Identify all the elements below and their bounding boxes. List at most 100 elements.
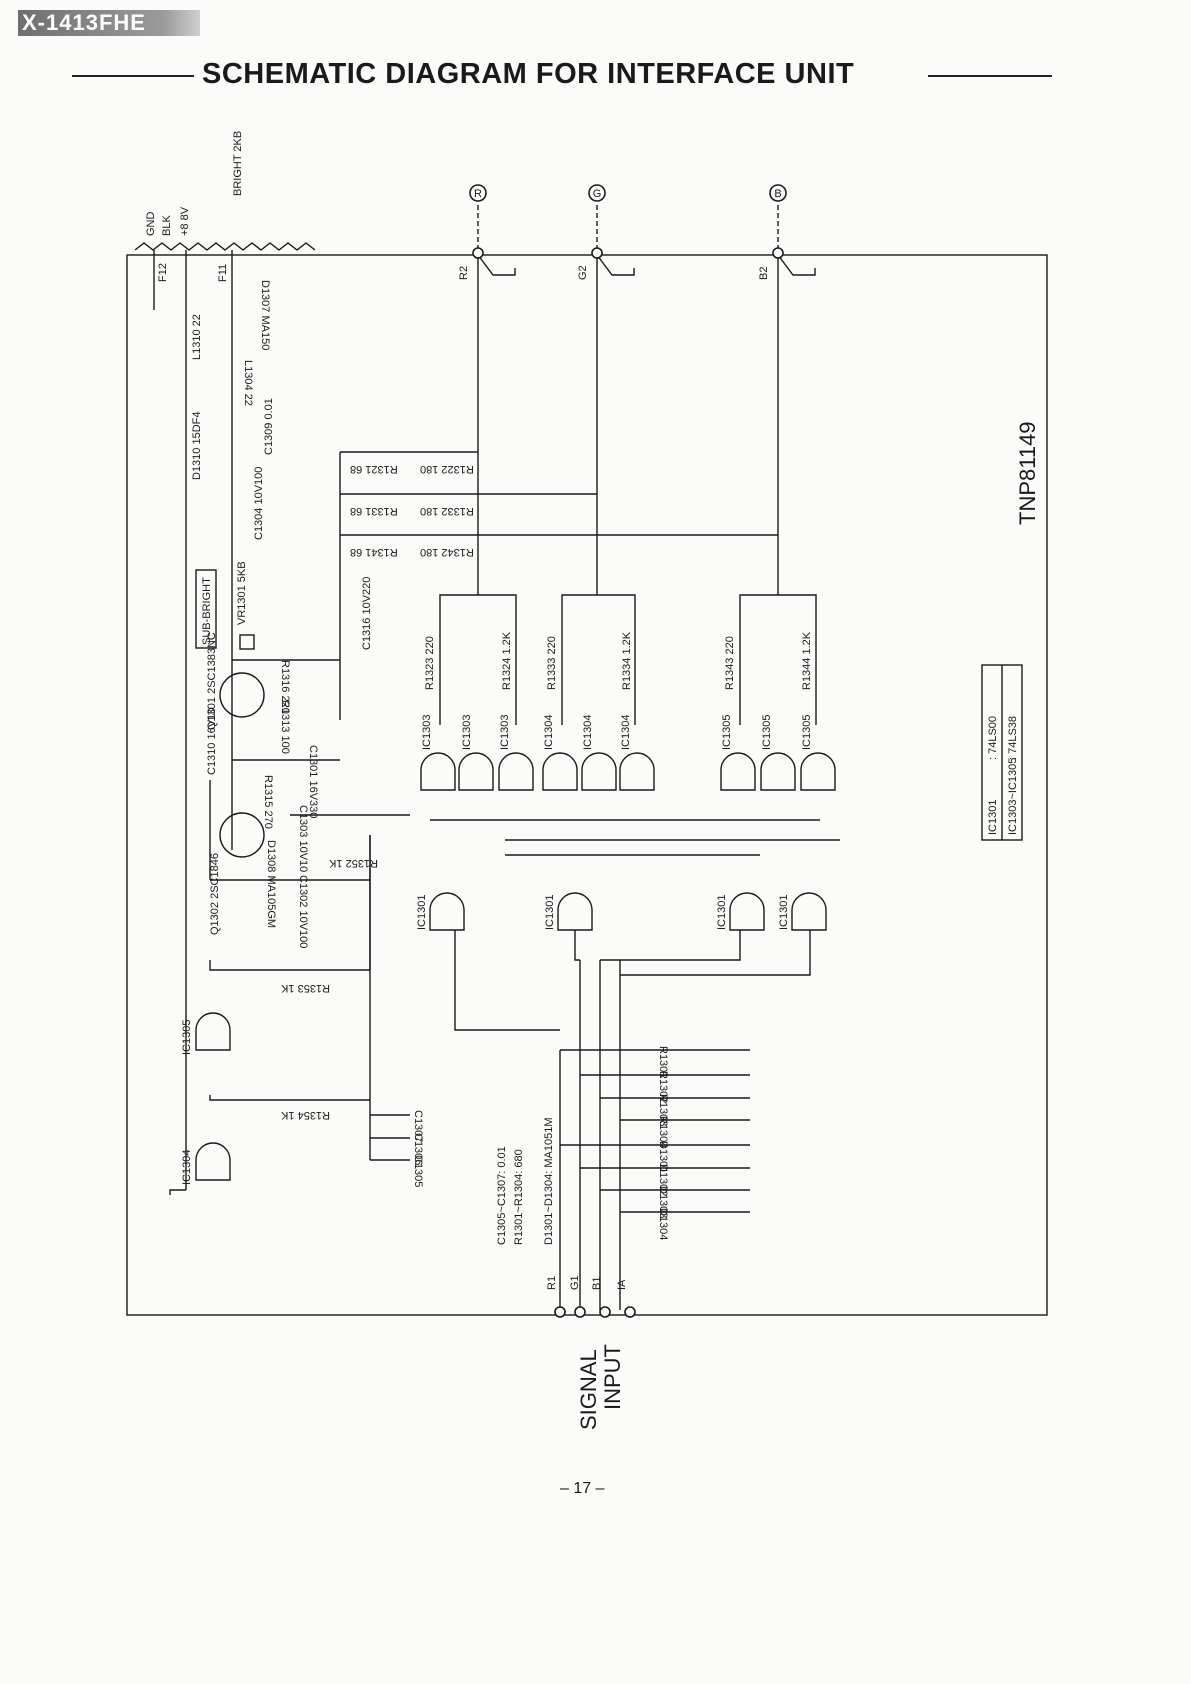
g1-terminal: [574, 1306, 586, 1318]
r1334-label: R1334 1.2K: [621, 631, 633, 690]
r2-pin-label: R2: [458, 266, 470, 280]
d1302-label: D1302: [657, 1164, 669, 1196]
signal-input-label-2: INPUT: [600, 1344, 625, 1410]
r1354-label: R1354 1K: [280, 1109, 330, 1121]
g-pullup-lines: [561, 594, 636, 725]
c1302-label: C1302 10V100: [297, 875, 309, 948]
ic1305-b-label: IC1305: [761, 715, 773, 750]
ic1305-left-label: IC1305: [181, 1020, 193, 1055]
d1301-label: D1301: [657, 1141, 669, 1173]
ic1301c-in: [600, 925, 741, 961]
c1301-label: C1301 16V330: [307, 745, 319, 818]
ic1301-b-label: IC1301: [544, 895, 556, 930]
vr1301-label: VR1301 5KB: [236, 561, 248, 625]
bright-label: BRIGHT 2KB: [232, 131, 244, 196]
ic1305-c-label: IC1305: [801, 715, 813, 750]
model-badge: X-1413FHE: [18, 10, 200, 36]
g1-pin-label: G1: [569, 1275, 581, 1290]
r1323-label: R1323 220: [424, 636, 436, 690]
ic1305-a-label: IC1305: [721, 715, 733, 750]
ic1301a-in: [454, 925, 560, 1031]
q1301-symbol: [219, 672, 265, 718]
ic1301-c-label: IC1301: [716, 895, 728, 930]
ic1301-gate-d: [791, 892, 827, 931]
r1324-label: R1324 1.2K: [501, 631, 513, 690]
ic1304-gate-a: [542, 752, 578, 791]
board-id: TNP81149: [1015, 421, 1040, 525]
r1315-label: R1315 270: [262, 775, 274, 829]
ic1303-c-label: IC1303: [499, 715, 511, 750]
ic1304-left-label: IC1304: [181, 1150, 193, 1185]
board-outline: [126, 254, 1048, 1316]
vr1301-symbol: [239, 634, 255, 650]
ic1301b-in: [574, 925, 580, 961]
g-output-mark: [588, 184, 606, 202]
ic1304-c-label: IC1304: [620, 715, 632, 750]
r1353-label: R1353 1K: [280, 982, 330, 994]
b1-pin-label: B1: [591, 1277, 603, 1290]
r1332-label: R1332 180: [420, 505, 474, 517]
r1343-label: R1343 220: [724, 636, 736, 690]
ic1301-gate-c: [729, 892, 765, 931]
ic1301-a-label: IC1301: [416, 895, 428, 930]
ic1303-b-label: IC1303: [461, 715, 473, 750]
gnd-pin-label: GND: [145, 212, 157, 237]
r1301-label: R1301: [657, 1046, 669, 1078]
ic1304-a-label: IC1304: [543, 715, 555, 750]
b-output-mark: [769, 184, 787, 202]
b1-terminal: [599, 1306, 611, 1318]
ic1305-gate-a: [720, 752, 756, 791]
c1305-label: C1305: [412, 1155, 424, 1187]
c1304-label: C1304 10V100: [253, 467, 265, 540]
b2-ground-stub: [777, 254, 816, 276]
c1306-label: C1306: [412, 1133, 424, 1165]
sub-bright-label: SUB-BRIGHT: [201, 577, 213, 645]
q1302-symbol: [219, 812, 265, 858]
b2-terminal: [772, 247, 784, 259]
q1301-label: Q1301 2SC1383NC: [206, 632, 218, 730]
note-resistors: R1301~R1304: 680: [513, 1149, 525, 1245]
r1341-label: R1341 68: [350, 546, 398, 558]
page-number: – 17 –: [560, 1480, 605, 1497]
r1304-label: R1304: [657, 1116, 669, 1148]
r1302-label: R1302: [657, 1071, 669, 1103]
ic1303-gate-b: [458, 752, 494, 791]
f11-label: F11: [217, 264, 229, 282]
ic-table-row1-name: IC1301: [987, 800, 999, 835]
ia-terminal: [624, 1306, 636, 1318]
ic1304-b-label: IC1304: [582, 715, 594, 750]
ic1305-gate-c: [800, 752, 836, 791]
ic1305-gate-b: [760, 752, 796, 791]
title-rule-left: [72, 75, 194, 77]
r1303-label: R1303: [657, 1094, 669, 1126]
g2-ground-stub: [596, 254, 635, 276]
v8-pin-label: +8 8V: [179, 206, 191, 236]
b2-pin-label: B2: [758, 267, 770, 280]
d1303-label: D1303: [657, 1186, 669, 1218]
l1310-label: L1310 22: [191, 314, 203, 360]
signal-input-label-1: SIGNAL: [576, 1349, 601, 1430]
g2-terminal: [591, 247, 603, 259]
d1304-label: D1304: [657, 1208, 669, 1240]
r1313-label: R1313 100: [279, 700, 291, 754]
title-row: SCHEMATIC DIAGRAM FOR INTERFACE UNIT: [72, 58, 1052, 94]
c1303-label: C1303 10V10: [297, 805, 309, 872]
r1316-label: R1316 220: [279, 660, 291, 714]
r1352-label: R1352 1K: [328, 857, 378, 869]
b-output-label: B: [774, 188, 781, 200]
d1307-label: D1307 MA150: [259, 280, 271, 350]
ia-pin-label: IA: [616, 1279, 628, 1290]
d1308-label: D1308 MA105GM: [265, 840, 277, 928]
r1331-label: R1331 68: [350, 505, 398, 517]
r1-terminal: [554, 1306, 566, 1318]
blk-pin-label: BLK: [161, 215, 173, 236]
ic1303-gate-c: [498, 752, 534, 791]
sub-bright-box: [195, 569, 217, 649]
l1304-label: L1304 22: [242, 360, 254, 406]
b-pullup-lines: [739, 594, 817, 725]
f12-label: F12: [157, 263, 169, 282]
ic1301-d-label: IC1301: [778, 895, 790, 930]
r1333-label: R1333 220: [546, 636, 558, 690]
note-caps: C1305~C1307: 0.01: [496, 1146, 508, 1245]
c1316-label: C1316 10V220: [361, 577, 373, 650]
